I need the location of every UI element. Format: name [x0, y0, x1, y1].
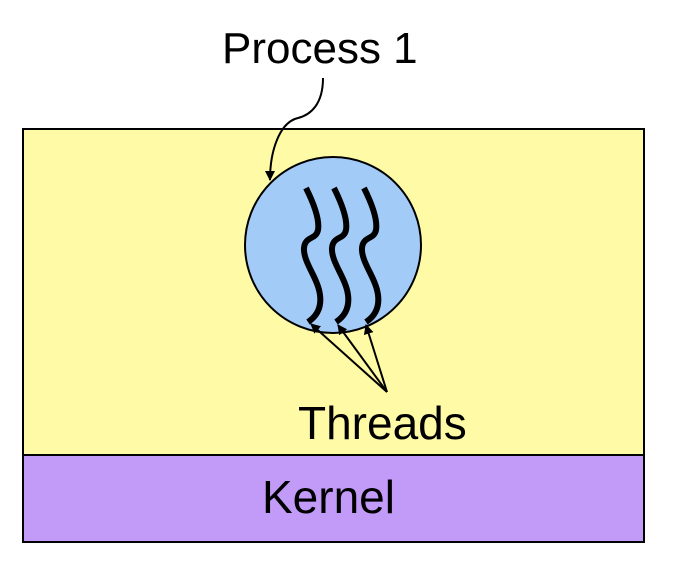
thread-arrow-1 [310, 323, 388, 393]
thread-pointer-arrows [310, 323, 388, 393]
thread-squiggle-3 [359, 186, 382, 325]
process-label: Process 1 [222, 24, 418, 73]
threads-group [301, 186, 382, 325]
kernel-region [22, 454, 645, 543]
thread-squiggle-2 [329, 186, 352, 325]
process-pointer-arrow [265, 77, 324, 181]
thread-arrow-3 [363, 324, 388, 393]
kernel-label: Kernel [262, 471, 395, 523]
threads-label: Threads [298, 397, 467, 449]
thread-squiggle-1 [301, 186, 324, 325]
thread-arrow-2 [337, 324, 388, 393]
